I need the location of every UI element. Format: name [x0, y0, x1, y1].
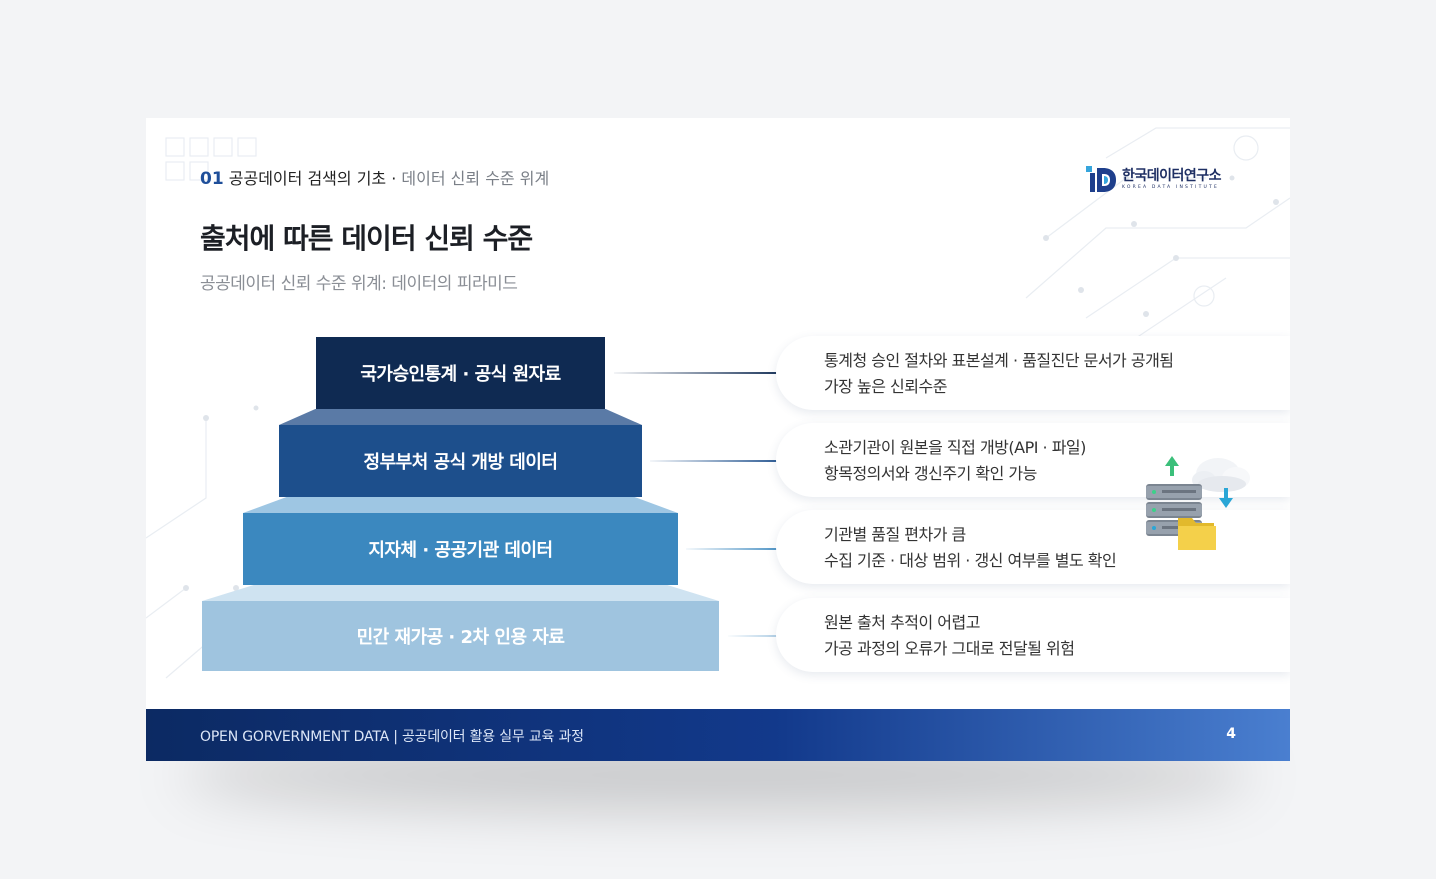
pyramid-tier-cap	[279, 409, 642, 425]
pyramid-tier-cap	[202, 585, 719, 601]
card-line-1: 원본 출처 추적이 어렵고	[824, 613, 980, 632]
download-arrow-icon	[1219, 488, 1233, 508]
card-text: 소관기관이 원본을 직접 개방(API · 파일) 항목정의서와 갱신주기 확인…	[824, 435, 1086, 487]
connector-line-2	[650, 460, 790, 462]
card-line-1: 통계청 승인 절차와 표본설계 · 품질진단 문서가 공개됨	[824, 351, 1174, 370]
breadcrumb-separator: ·	[391, 169, 397, 188]
pyramid-tier-cap	[243, 497, 678, 513]
logo-tagline: KOREA DATA INSTITUTE	[1122, 185, 1220, 190]
page-subtitle: 공공데이터 신뢰 수준 위계: 데이터의 피라미드	[200, 274, 518, 294]
connector-line-4	[728, 635, 790, 637]
description-card-1: 통계청 승인 절차와 표본설계 · 품질진단 문서가 공개됨 가장 높은 신뢰수…	[776, 336, 1290, 410]
card-text: 통계청 승인 절차와 표본설계 · 품질진단 문서가 공개됨 가장 높은 신뢰수…	[824, 348, 1174, 400]
folder-icon	[1178, 518, 1216, 550]
description-card-3: 기관별 품질 편차가 큼 수집 기준 · 대상 범위 · 갱신 여부를 별도 확…	[776, 510, 1290, 584]
slide: 01 공공데이터 검색의 기초 · 데이터 신뢰 수준 위계 한국데이터연구소 …	[146, 118, 1290, 761]
pyramid-tier-label: 지자체 · 공공기관 데이터	[243, 513, 678, 585]
description-card-4: 원본 출처 추적이 어렵고 가공 과정의 오류가 그대로 전달될 위험	[776, 598, 1290, 672]
logo: 한국데이터연구소 KOREA DATA INSTITUTE	[1084, 162, 1244, 194]
card-line-2: 가공 과정의 오류가 그대로 전달될 위험	[824, 639, 1075, 658]
upload-arrow-icon	[1165, 456, 1179, 476]
pyramid-tier-label: 정부부처 공식 개방 데이터	[279, 425, 642, 497]
section-number: 01	[200, 169, 224, 189]
card-text: 기관별 품질 편차가 큼 수집 기준 · 대상 범위 · 갱신 여부를 별도 확…	[824, 522, 1117, 574]
footer-text: OPEN GORVERNMENT DATA | 공공데이터 활용 실무 교육 과…	[200, 729, 584, 745]
card-line-2: 항목정의서와 갱신주기 확인 가능	[824, 464, 1037, 483]
logo-mark-icon	[1086, 166, 1116, 192]
subsection-title: 데이터 신뢰 수준 위계	[401, 169, 550, 188]
pyramid-tier-label: 국가승인통계 · 공식 원자료	[316, 337, 605, 409]
section-title: 공공데이터 검색의 기초	[228, 169, 387, 188]
connector-line-1	[614, 372, 790, 374]
logo-name: 한국데이터연구소	[1122, 168, 1222, 184]
page-title: 출처에 따른 데이터 신뢰 수준	[200, 222, 533, 255]
card-text: 원본 출처 추적이 어렵고 가공 과정의 오류가 그대로 전달될 위험	[824, 610, 1075, 662]
connector-line-3	[686, 548, 790, 550]
card-line-1: 소관기관이 원본을 직접 개방(API · 파일)	[824, 438, 1086, 457]
breadcrumb: 01 공공데이터 검색의 기초 · 데이터 신뢰 수준 위계	[200, 165, 549, 189]
card-line-1: 기관별 품질 편차가 큼	[824, 525, 966, 544]
pyramid-tier-label: 민간 재가공 · 2차 인용 자료	[202, 601, 719, 671]
card-line-2: 가장 높은 신뢰수준	[824, 377, 947, 396]
page-number: 4	[1226, 726, 1236, 742]
server-cloud-illustration	[1146, 456, 1250, 550]
footer-bar: OPEN GORVERNMENT DATA | 공공데이터 활용 실무 교육 과…	[146, 709, 1290, 761]
card-line-2: 수집 기준 · 대상 범위 · 갱신 여부를 별도 확인	[824, 551, 1117, 570]
